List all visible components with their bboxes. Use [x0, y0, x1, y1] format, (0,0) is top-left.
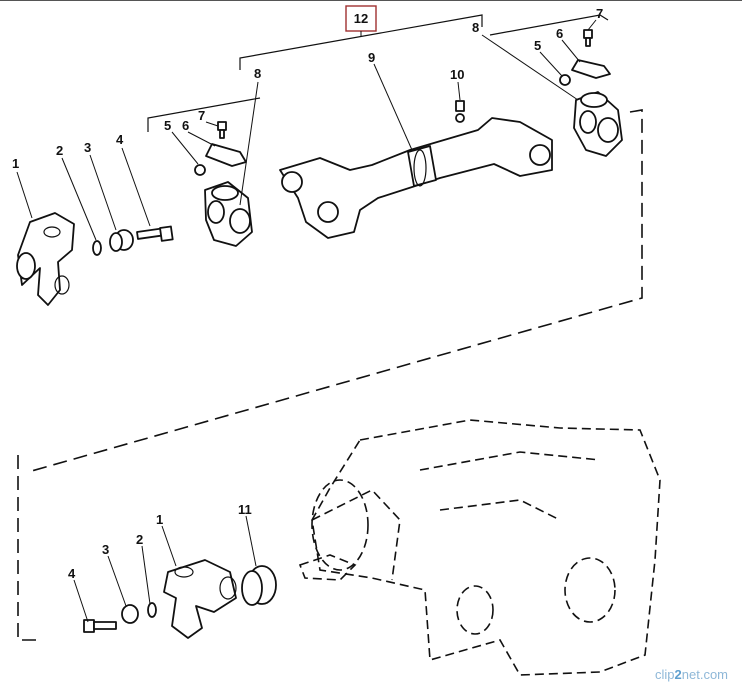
- drive-shaft: [279, 117, 553, 239]
- callout-6-right: 6: [556, 26, 563, 41]
- watermark-digit: 2: [674, 667, 682, 682]
- callout-10: 10: [450, 67, 464, 82]
- bearing-cup-top: [109, 229, 134, 252]
- callout-8-right: 8: [472, 20, 479, 35]
- callout-4-top: 4: [116, 132, 124, 147]
- callout-4-bottom: 4: [68, 566, 76, 581]
- seal-bottom: [241, 565, 277, 606]
- bearing-cup-bottom: [121, 604, 139, 624]
- assembly-label: 12: [354, 11, 368, 26]
- watermark-suffix: net: [681, 667, 700, 682]
- callout-5-left: 5: [164, 118, 171, 133]
- yoke-top: [16, 212, 75, 306]
- leader-lines: [16, 19, 597, 623]
- watermark-domain: .com: [699, 667, 728, 682]
- callout-9: 9: [368, 50, 375, 65]
- bolt-top: [136, 225, 174, 242]
- screw-left: [217, 121, 227, 139]
- nut-right: [559, 74, 571, 86]
- callout-7-left: 7: [198, 108, 205, 123]
- bolt-bottom: [83, 619, 117, 633]
- assembly-bracket-12: 12: [147, 5, 609, 132]
- watermark-prefix: clip: [655, 667, 675, 682]
- callout-8-left: 8: [254, 66, 261, 81]
- dashed-enclosure: [17, 109, 643, 641]
- screw-right: [583, 29, 593, 47]
- callout-6-left: 6: [182, 118, 189, 133]
- grease-fitting: [455, 100, 465, 123]
- watermark: clip2net.com: [655, 667, 728, 682]
- retaining-ring-bottom: [147, 602, 157, 618]
- transmission-housing: [298, 419, 661, 676]
- callout-11: 11: [238, 502, 252, 517]
- callout-labels: 1 2 3 4 5 6 7 8 9 10 8 5 6 7 4 3 2 1 11: [12, 6, 603, 581]
- journal-cross-left: [204, 181, 253, 247]
- callout-3-bottom: 3: [102, 542, 109, 557]
- lock-strap-left: [205, 143, 247, 167]
- callout-2-bottom: 2: [136, 532, 143, 547]
- callout-2-top: 2: [56, 143, 63, 158]
- top-border: [0, 0, 742, 1]
- yoke-bottom: [163, 559, 237, 639]
- callout-1-bottom: 1: [156, 512, 163, 527]
- callout-1-top: 1: [12, 156, 19, 171]
- callout-3-top: 3: [84, 140, 91, 155]
- journal-cross-right: [573, 91, 623, 157]
- retaining-ring-top: [92, 240, 102, 256]
- callout-5-right: 5: [534, 38, 541, 53]
- nut-left: [194, 164, 206, 176]
- callout-7-right: 7: [596, 6, 603, 21]
- lock-strap-right: [571, 59, 611, 79]
